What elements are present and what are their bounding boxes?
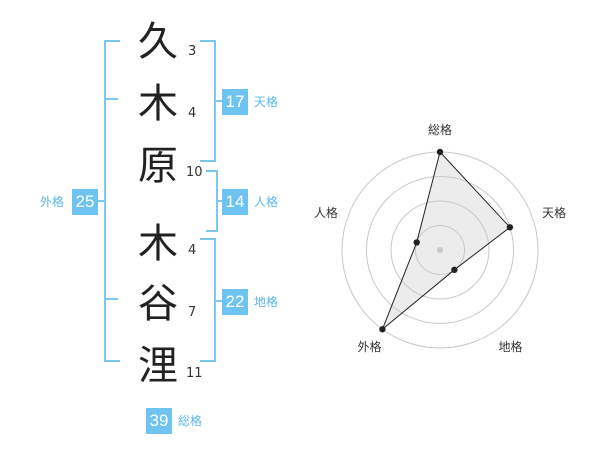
stroke-count-3: 10 [186,165,203,180]
radar-point-2 [506,224,514,231]
radar-axis-label-3: 地格 [499,339,523,354]
name-char-1: 久 [138,19,178,65]
radar-point-4 [379,326,386,333]
radar-axis-label-4: 外格 [357,339,381,354]
radar-ring-2 [390,200,490,300]
bracket-tick-1 [104,98,118,100]
chikaku-score: 22 [222,289,248,315]
stroke-count-6: 11 [186,366,203,381]
stroke-count-4: 4 [188,243,197,258]
tenkaku-label: 天格 [254,95,279,109]
radar-axis-label-2: 天格 [542,205,566,220]
radar-axis-label-5: 人格 [314,205,338,220]
name-char-6: 浬 [138,343,178,389]
stroke-count-1: 3 [188,44,197,59]
jinkaku-label: 人格 [254,195,279,209]
bracket-tick-2 [104,298,118,300]
stroke-count-5: 7 [188,305,197,320]
radar-ring-1 [415,225,465,275]
tenkaku-score: 17 [222,89,248,115]
radar-center-dot [437,247,443,253]
chikaku-label: 地格 [254,295,279,309]
radar-data-area [381,150,511,330]
soukaku-score: 39 [146,408,172,434]
radar-ring-3 [366,176,514,324]
radar-axis-label-1: 総格 [428,122,452,137]
gaikaku-bracket [104,40,120,362]
soukaku-label: 総格 [178,414,203,428]
jinkaku-score: 14 [222,189,248,215]
gaikaku-label: 外格 [40,195,65,209]
chikaku-connector [214,300,222,302]
name-char-2: 木 [138,81,178,127]
name-char-3: 原 [138,143,178,189]
radar-point-5 [413,239,420,246]
name-char-4: 木 [138,221,178,267]
radar-point-3 [451,266,458,274]
radar-chart: 総格天格地格 外格 人格 [300,110,590,370]
radar-point-1 [436,148,444,156]
name-char-5: 谷 [138,281,178,327]
stroke-count-2: 4 [188,106,197,121]
tenkaku-connector [214,100,222,102]
gaikaku-connector [98,200,106,202]
gaikaku-score: 25 [72,189,98,215]
jinkaku-connector [216,200,222,202]
